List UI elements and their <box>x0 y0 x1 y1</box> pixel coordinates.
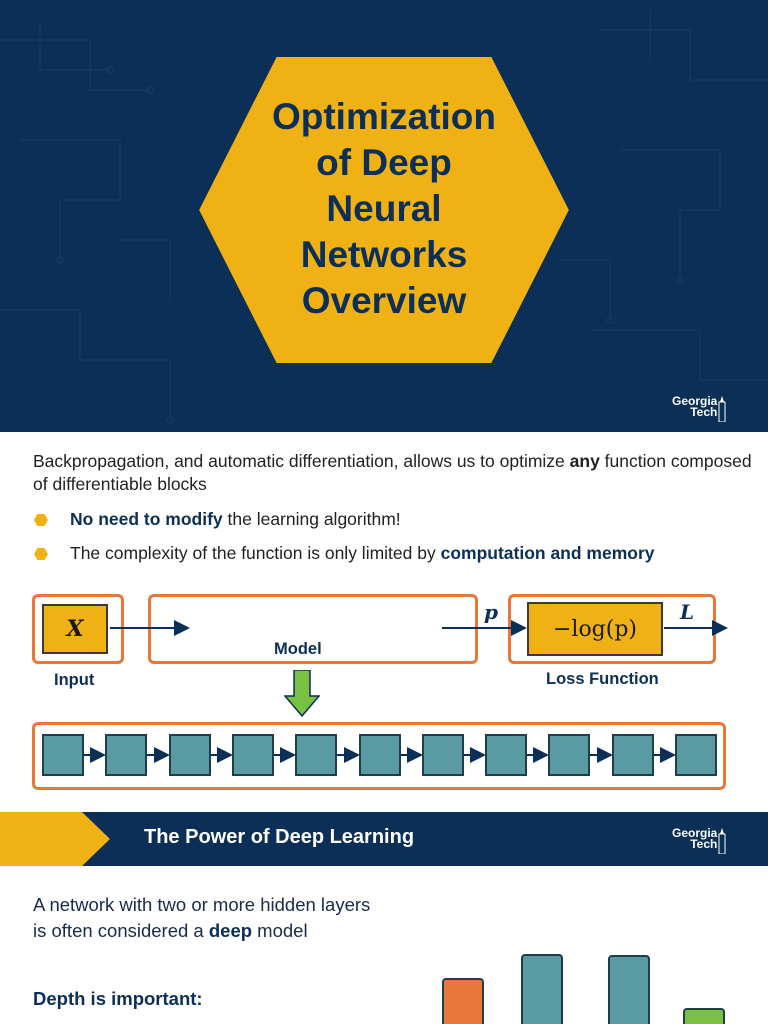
logo2-line1: Georgia <box>672 826 718 840</box>
tech-tower-icon <box>718 396 726 422</box>
layer-block <box>295 734 337 776</box>
logo-line2: Tech <box>690 405 718 419</box>
georgia-tech-logo-2: Georgia Tech <box>672 826 726 854</box>
intro-part2: function composed of differentiable bloc… <box>33 451 752 494</box>
input-label: Input <box>54 671 95 689</box>
intro-part1: Backpropagation, and automatic different… <box>33 451 570 471</box>
loss-output-label: L <box>680 600 695 624</box>
expand-arrow-icon <box>284 670 320 718</box>
layer-block <box>422 734 464 776</box>
bar-teal-2 <box>608 955 650 1024</box>
layer-block <box>485 734 527 776</box>
bullet-1-text: the learning algorithm! <box>222 509 401 529</box>
layer-block <box>675 734 717 776</box>
power-slide-title: The Power of Deep Learning <box>144 826 415 848</box>
layer-block <box>42 734 84 776</box>
layer-block <box>548 734 590 776</box>
bullet-2-bold: computation and memory <box>440 543 655 563</box>
power-slide-header: The Power of Deep Learning Georgia Tech <box>0 812 768 866</box>
layer-block <box>232 734 274 776</box>
loss-function-label: Loss Function <box>546 670 659 688</box>
backprop-slide: Backpropagation, and automatic different… <box>0 432 768 812</box>
bar-green <box>683 1008 725 1024</box>
bar-orange <box>442 978 484 1024</box>
loss-box: −log(p) <box>527 602 663 656</box>
hexagon-bullet-icon <box>34 548 48 560</box>
tech-tower-icon <box>718 828 726 854</box>
diagram-arrows <box>110 620 728 636</box>
hexagon-bullet-icon <box>34 514 48 526</box>
p-label: p <box>484 600 498 624</box>
power-text-part2: model <box>252 920 308 941</box>
logo2-line2: Tech <box>690 837 718 851</box>
chevron-banner-icon <box>0 812 124 866</box>
layer-chain-frame <box>32 722 726 790</box>
layer-chain-arrows <box>84 747 676 763</box>
bar-teal-1 <box>521 954 563 1024</box>
loss-expression: −log(p) <box>552 616 638 642</box>
bullet-1-bold: No need to modify <box>70 509 223 529</box>
intro-bold: any <box>569 451 600 471</box>
input-symbol: X <box>66 616 84 642</box>
georgia-tech-logo: Georgia Tech <box>672 394 726 422</box>
title-slide: Optimization of Deep Neural Networks Ove… <box>0 0 768 432</box>
layer-block <box>359 734 401 776</box>
depth-heading: Depth is important: <box>33 988 203 1009</box>
layer-block <box>105 734 147 776</box>
bullet-2-text: The complexity of the function is only l… <box>70 543 441 563</box>
power-slide-body: A network with two or more hidden layers… <box>0 866 768 1024</box>
logo-line1: Georgia <box>672 394 718 408</box>
intro-text: Backpropagation, and automatic different… <box>33 450 753 496</box>
power-text-part1: A network with two or more hidden layers… <box>33 894 371 941</box>
deep-model-text: A network with two or more hidden layers… <box>33 892 373 944</box>
title-hexagon <box>196 55 572 365</box>
model-label: Model <box>274 640 322 658</box>
power-text-bold: deep <box>208 920 253 941</box>
input-box: X <box>42 604 108 654</box>
layer-block <box>169 734 211 776</box>
circuit-background <box>0 10 768 424</box>
layer-block <box>612 734 654 776</box>
slide-title: Optimization of Deep Neural Networks Ove… <box>271 96 497 321</box>
